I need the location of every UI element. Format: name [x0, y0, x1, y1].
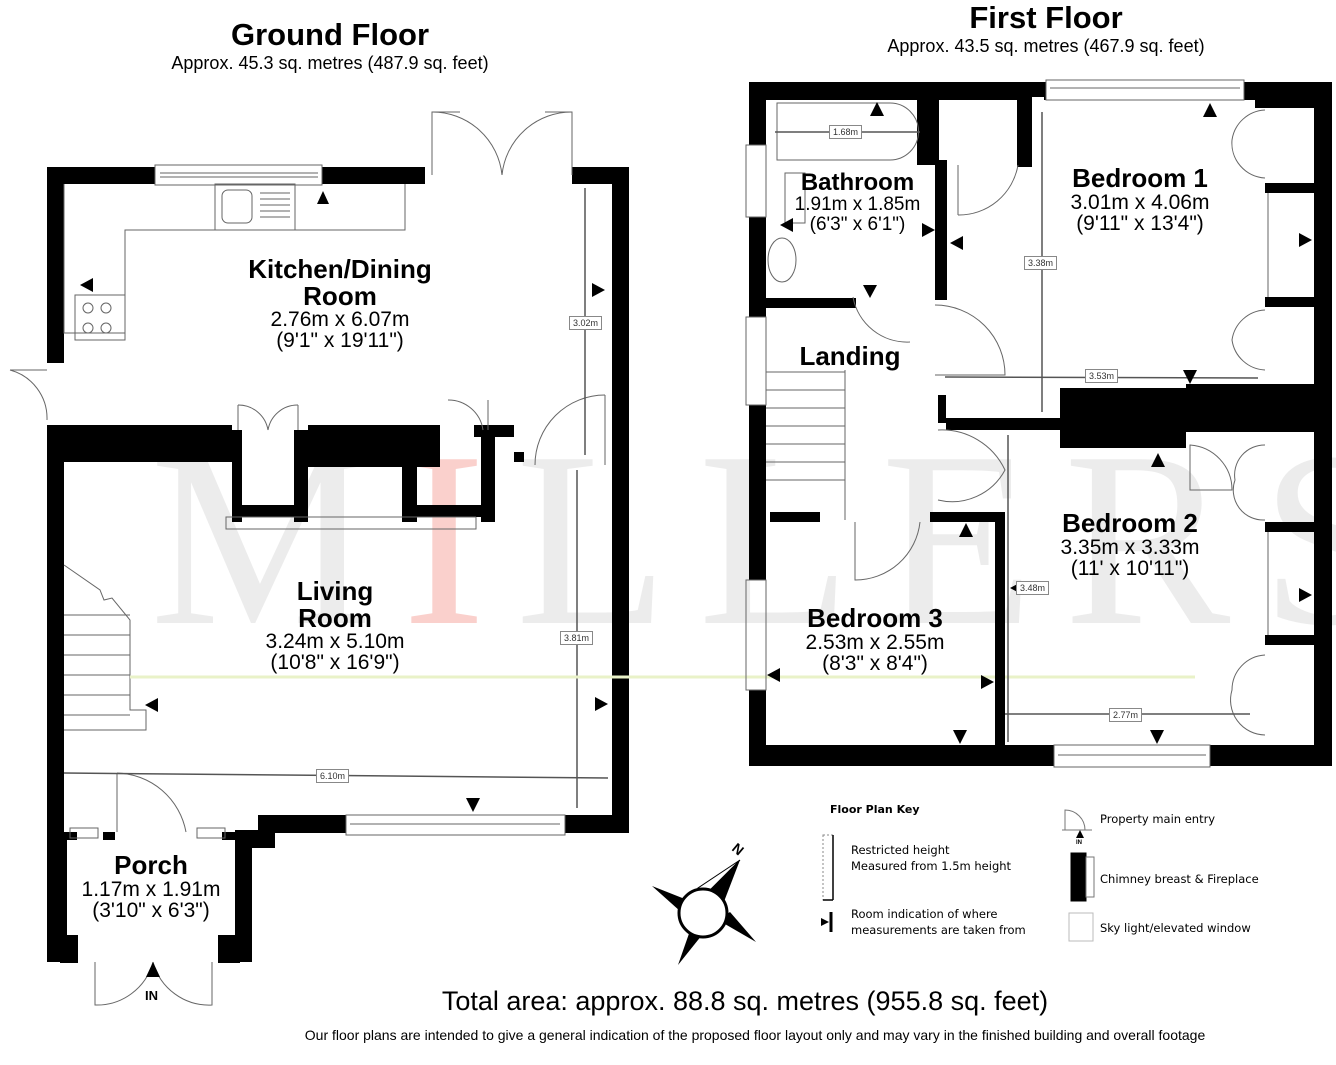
- room-living: Living Room 3.24m x 5.10m (10'8" x 16'9"…: [265, 576, 405, 675]
- key-item-chimney: Chimney breast & Fireplace: [1100, 872, 1259, 886]
- room-bedroom-3: Bedroom 3 2.53m x 2.55m (8'3" x 8'4"): [805, 603, 945, 675]
- measurement-tag: 3.38m: [1024, 256, 1058, 270]
- room-landing: Landing: [799, 341, 901, 371]
- key-item-skylight: Sky light/elevated window: [1100, 921, 1251, 935]
- ground-floor-fixtures: [9, 111, 606, 1006]
- ground-floor-title: Ground Floor: [230, 17, 430, 52]
- room-bedroom-2: Bedroom 2 3.35m x 3.33m (11' x 10'11"): [1060, 508, 1200, 580]
- measurement-tag: 1.68m: [829, 125, 863, 139]
- key-item-main-entry-in: IN: [1076, 840, 1082, 846]
- first-floor-indicators: [767, 102, 1312, 744]
- ground-floor-area: Approx. 45.3 sq. metres (487.9 sq. feet): [171, 53, 489, 73]
- disclaimer: Our floor plans are intended to give a g…: [304, 1027, 1206, 1043]
- compass-icon: [652, 859, 756, 965]
- total-area: Total area: approx. 88.8 sq. metres (955…: [441, 986, 1049, 1016]
- ground-floor-walls: [47, 167, 629, 963]
- room-porch: Porch 1.17m x 1.91m (3'10" x 6'3"): [81, 850, 221, 922]
- first-floor-walls: [749, 82, 1332, 766]
- measurement-tag: 2.77m: [1109, 708, 1143, 722]
- entry-in-label: IN: [145, 988, 158, 1003]
- measurement-tag: 3.53m: [1085, 369, 1119, 383]
- measurement-tag: 3.02m: [569, 316, 603, 330]
- key-title: Floor Plan Key: [830, 803, 920, 816]
- key-item-main-entry: Property main entry: [1100, 812, 1216, 826]
- first-floor-title: First Floor: [969, 0, 1123, 35]
- measurement-tag: 3.81m: [560, 631, 594, 645]
- ground-floor-indicators: [80, 191, 608, 977]
- first-floor-area: Approx. 43.5 sq. metres (467.9 sq. feet): [887, 36, 1205, 56]
- measurement-tag: 6.10m: [316, 769, 350, 783]
- first-floor-fixtures: [745, 79, 1269, 768]
- key-icons: [821, 809, 1095, 942]
- room-bathroom: Bathroom 1.91m x 1.85m (6'3" x 6'1"): [794, 169, 921, 235]
- measurement-tag: 3.48m: [1016, 581, 1050, 595]
- room-kitchen-dining: Kitchen/Dining Room 2.76m x 6.07m (9'1" …: [248, 254, 432, 353]
- room-bedroom-1: Bedroom 1 3.01m x 4.06m (9'11" x 13'4"): [1070, 163, 1210, 235]
